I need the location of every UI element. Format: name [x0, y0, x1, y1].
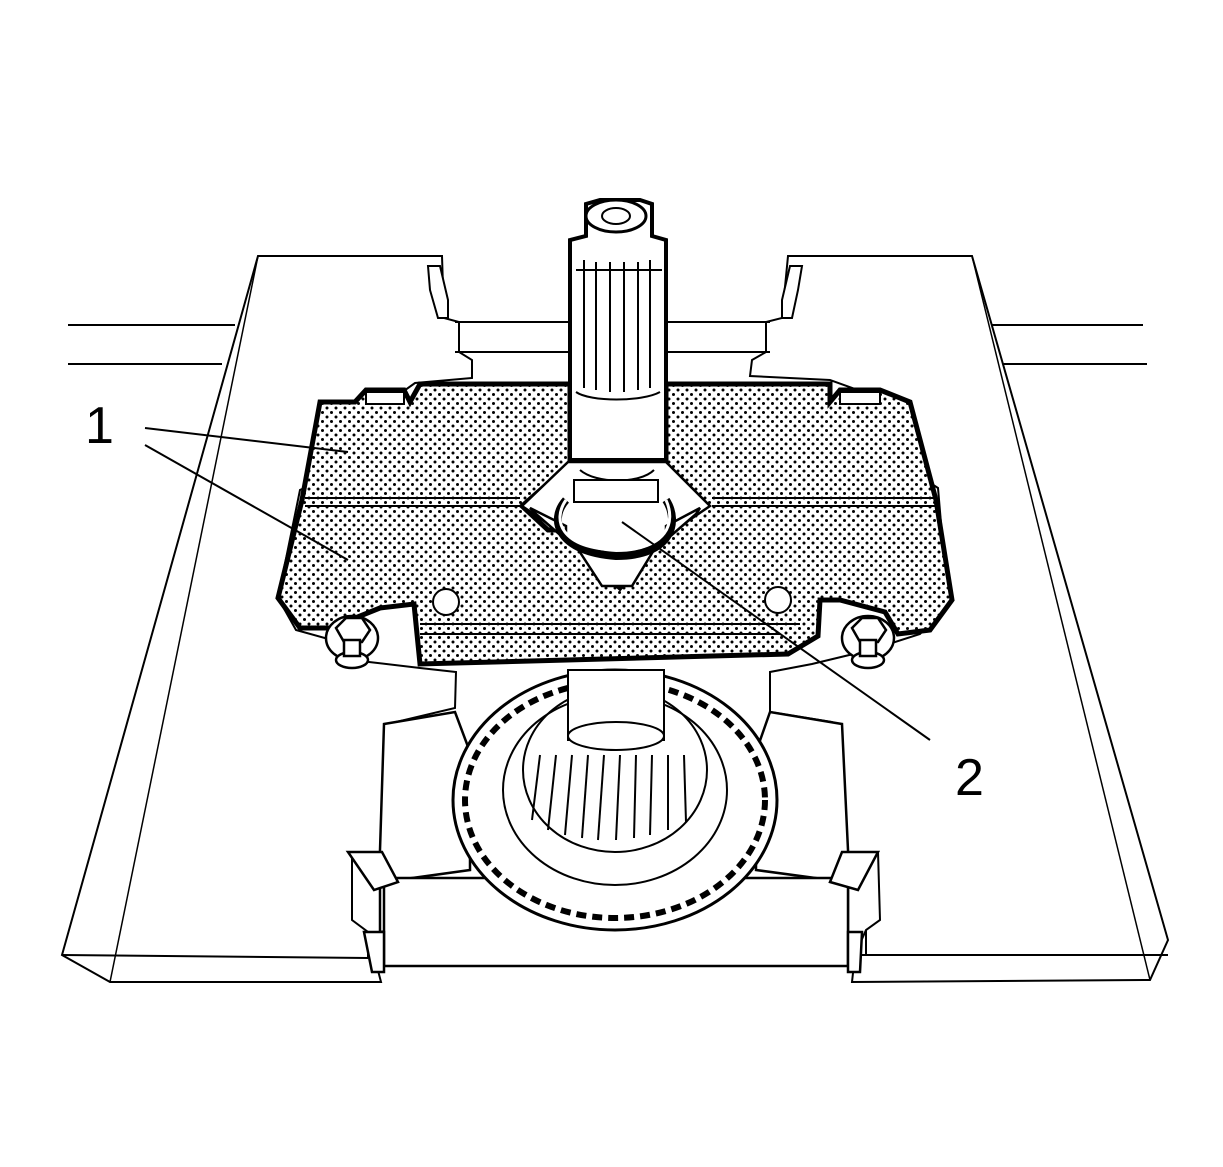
bolt-right — [840, 614, 896, 670]
gear-teeth — [531, 754, 687, 841]
gear-assembly — [451, 668, 779, 932]
leader-lines — [144, 427, 931, 741]
output-shaft — [568, 198, 668, 503]
callout-1-label: 1 — [85, 397, 114, 455]
fixture-slots — [426, 265, 804, 353]
leader-1b — [144, 444, 349, 561]
seal-ring — [553, 497, 676, 561]
leader-2 — [621, 521, 931, 741]
callout-2-label: 2 — [955, 749, 984, 807]
background-rails — [68, 324, 1147, 365]
bolt-left — [324, 614, 380, 670]
leader-1a — [144, 427, 349, 453]
